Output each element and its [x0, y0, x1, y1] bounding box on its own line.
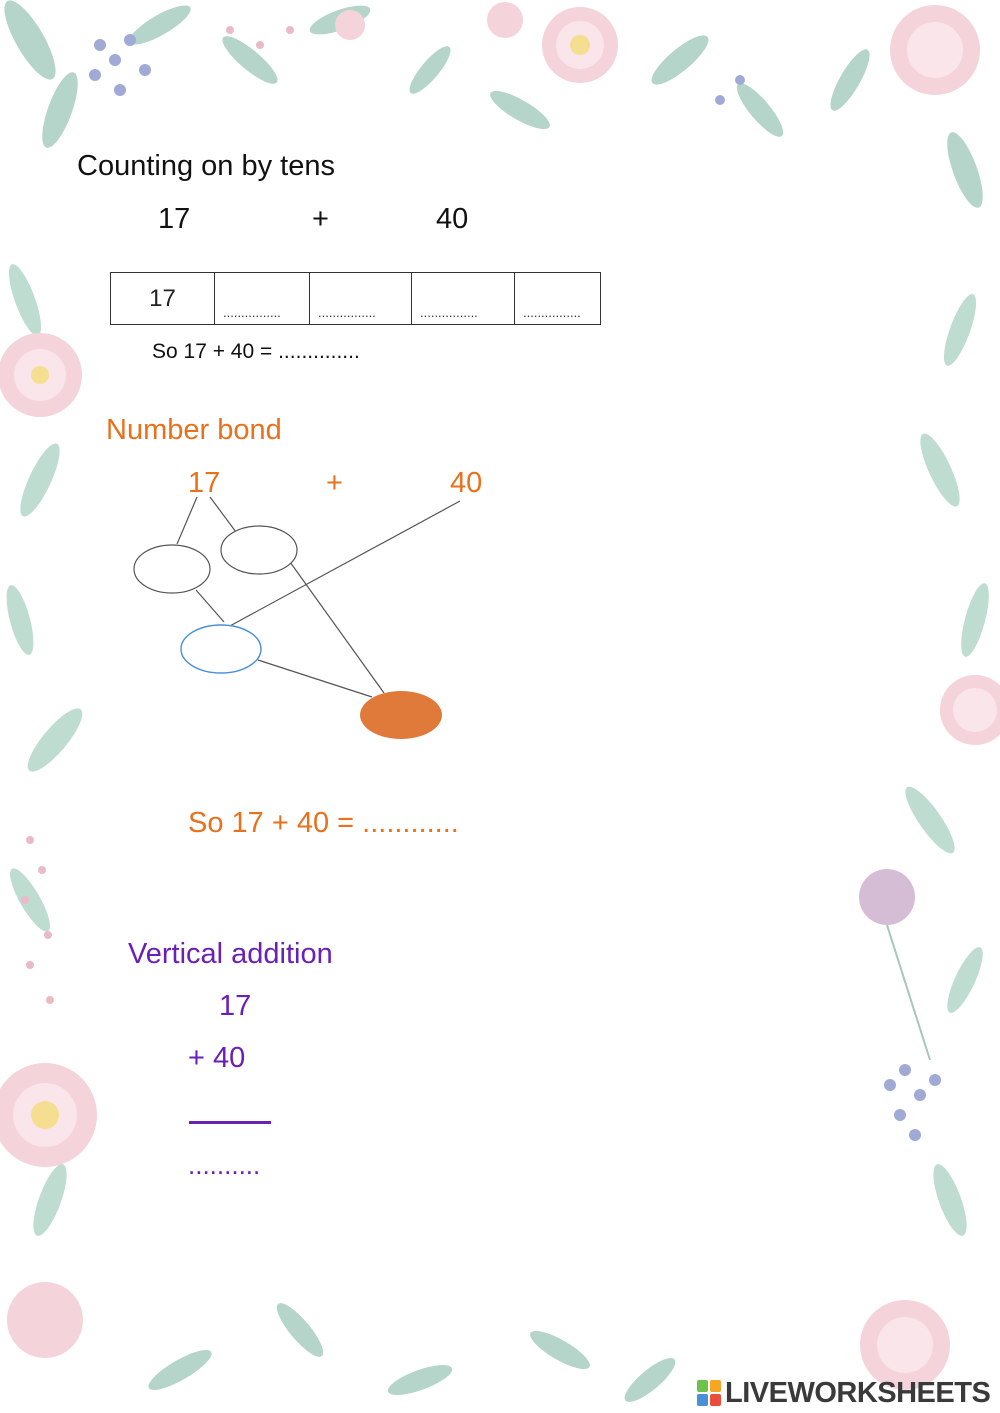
vertical-addition-title: Vertical addition [128, 938, 333, 970]
bond-line [195, 589, 225, 623]
number-bond-second-number: 40 [450, 467, 483, 499]
watermark-text: LIVEWORKSHEETS [725, 1376, 991, 1409]
table-cell-start: 17 [110, 272, 215, 325]
bond-line [257, 659, 373, 698]
counting-table: 17 ................ ................ ...… [110, 272, 601, 325]
number-bond-title: Number bond [106, 414, 282, 446]
vertical-sum-line [189, 1121, 271, 1124]
blank-dots: ................ [318, 305, 376, 320]
total-circle[interactable] [360, 691, 442, 739]
bond-line [289, 561, 385, 694]
number-bond-plus-sign: + [326, 467, 343, 499]
blank-dots: ................ [223, 305, 281, 320]
bond-line [227, 500, 461, 628]
equation-first-number: 17 [158, 203, 191, 235]
table-row: 17 ................ ................ ...… [110, 272, 601, 325]
liveworksheets-watermark: LIVEWORKSHEETS [697, 1376, 991, 1409]
bond-line [176, 496, 198, 545]
counting-result-sentence[interactable]: So 17 + 40 = .............. [152, 340, 360, 363]
equation-second-number: 40 [436, 203, 469, 235]
blank-dots: ................ [523, 305, 581, 320]
bond-line [209, 496, 237, 533]
table-cell-blank[interactable]: ................ [411, 272, 515, 325]
table-cell-blank[interactable]: ................ [514, 272, 601, 325]
sum-of-tens-circle[interactable] [180, 624, 262, 674]
tens-circle[interactable] [133, 544, 211, 594]
counting-on-title: Counting on by tens [77, 150, 335, 182]
vertical-answer-blank[interactable]: .......... [188, 1150, 261, 1180]
ones-circle[interactable] [220, 525, 298, 575]
vertical-top-number: 17 [219, 990, 252, 1022]
number-bond-first-number: 17 [188, 467, 221, 499]
blank-dots: ................ [420, 305, 478, 320]
vertical-bottom-number: + 40 [188, 1042, 246, 1074]
equation-plus-sign: + [312, 203, 329, 235]
liveworksheets-logo-icon [697, 1380, 721, 1406]
number-bond-result-sentence[interactable]: So 17 + 40 = ............ [188, 807, 459, 839]
table-cell-blank[interactable]: ................ [214, 272, 310, 325]
